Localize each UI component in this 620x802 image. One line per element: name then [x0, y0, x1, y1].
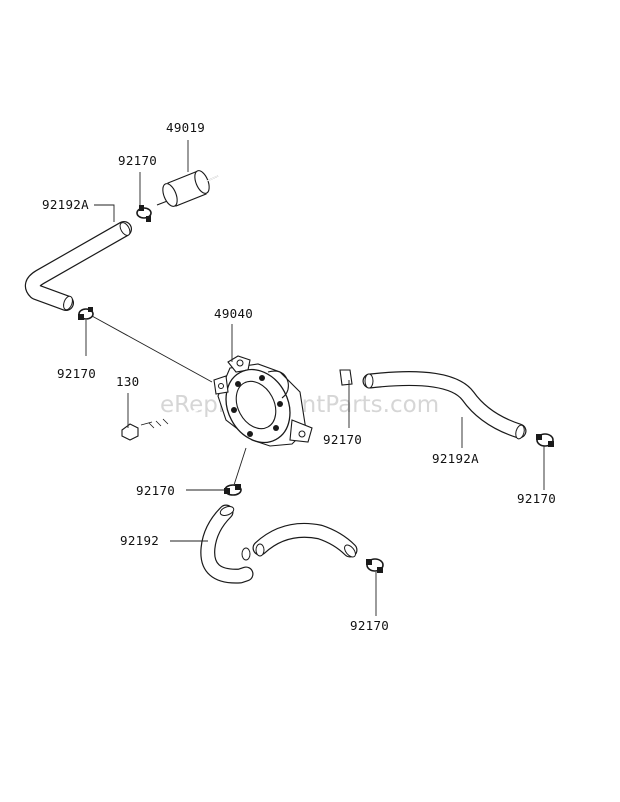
part-labels: 49019 92170 92192A 92170 130 49040 92170…: [42, 120, 556, 633]
fuel-hose-right[interactable]: [362, 371, 527, 440]
label-clamp-pump-bottom: 92170: [136, 483, 175, 498]
label-clamp-hose-right-end: 92170: [517, 491, 556, 506]
leader-lines: [85, 140, 545, 616]
label-clamp-filter: 92170: [118, 153, 157, 168]
label-clamp-hose-lower-end: 92170: [350, 618, 389, 633]
hose-clamp-upper-hose-end[interactable]: [78, 307, 94, 320]
fuel-hose-upper[interactable]: [24, 221, 132, 311]
label-hose-lower: 92192: [120, 533, 159, 548]
label-fuel-filter: 49019: [166, 120, 205, 135]
fuel-filter[interactable]: [156, 169, 219, 209]
hose-clamp-filter[interactable]: [136, 205, 152, 222]
label-hose-right: 92192A: [432, 451, 479, 466]
label-fuel-pump: 49040: [214, 306, 253, 321]
hose-clamp-pump-bottom[interactable]: [224, 484, 242, 496]
fuel-pump[interactable]: [213, 355, 353, 454]
label-clamp-hose-upper-end: 92170: [57, 366, 96, 381]
fuel-hose-lower[interactable]: [200, 504, 358, 584]
label-hose-upper: 92192A: [42, 197, 89, 212]
hose-clamp-right-hose-end[interactable]: [536, 433, 554, 447]
label-clamp-pump-outlet: 92170: [323, 432, 362, 447]
label-bolt: 130: [116, 374, 139, 389]
bolt[interactable]: [121, 409, 199, 441]
hose-clamp-lower-hose-end[interactable]: [366, 558, 384, 573]
